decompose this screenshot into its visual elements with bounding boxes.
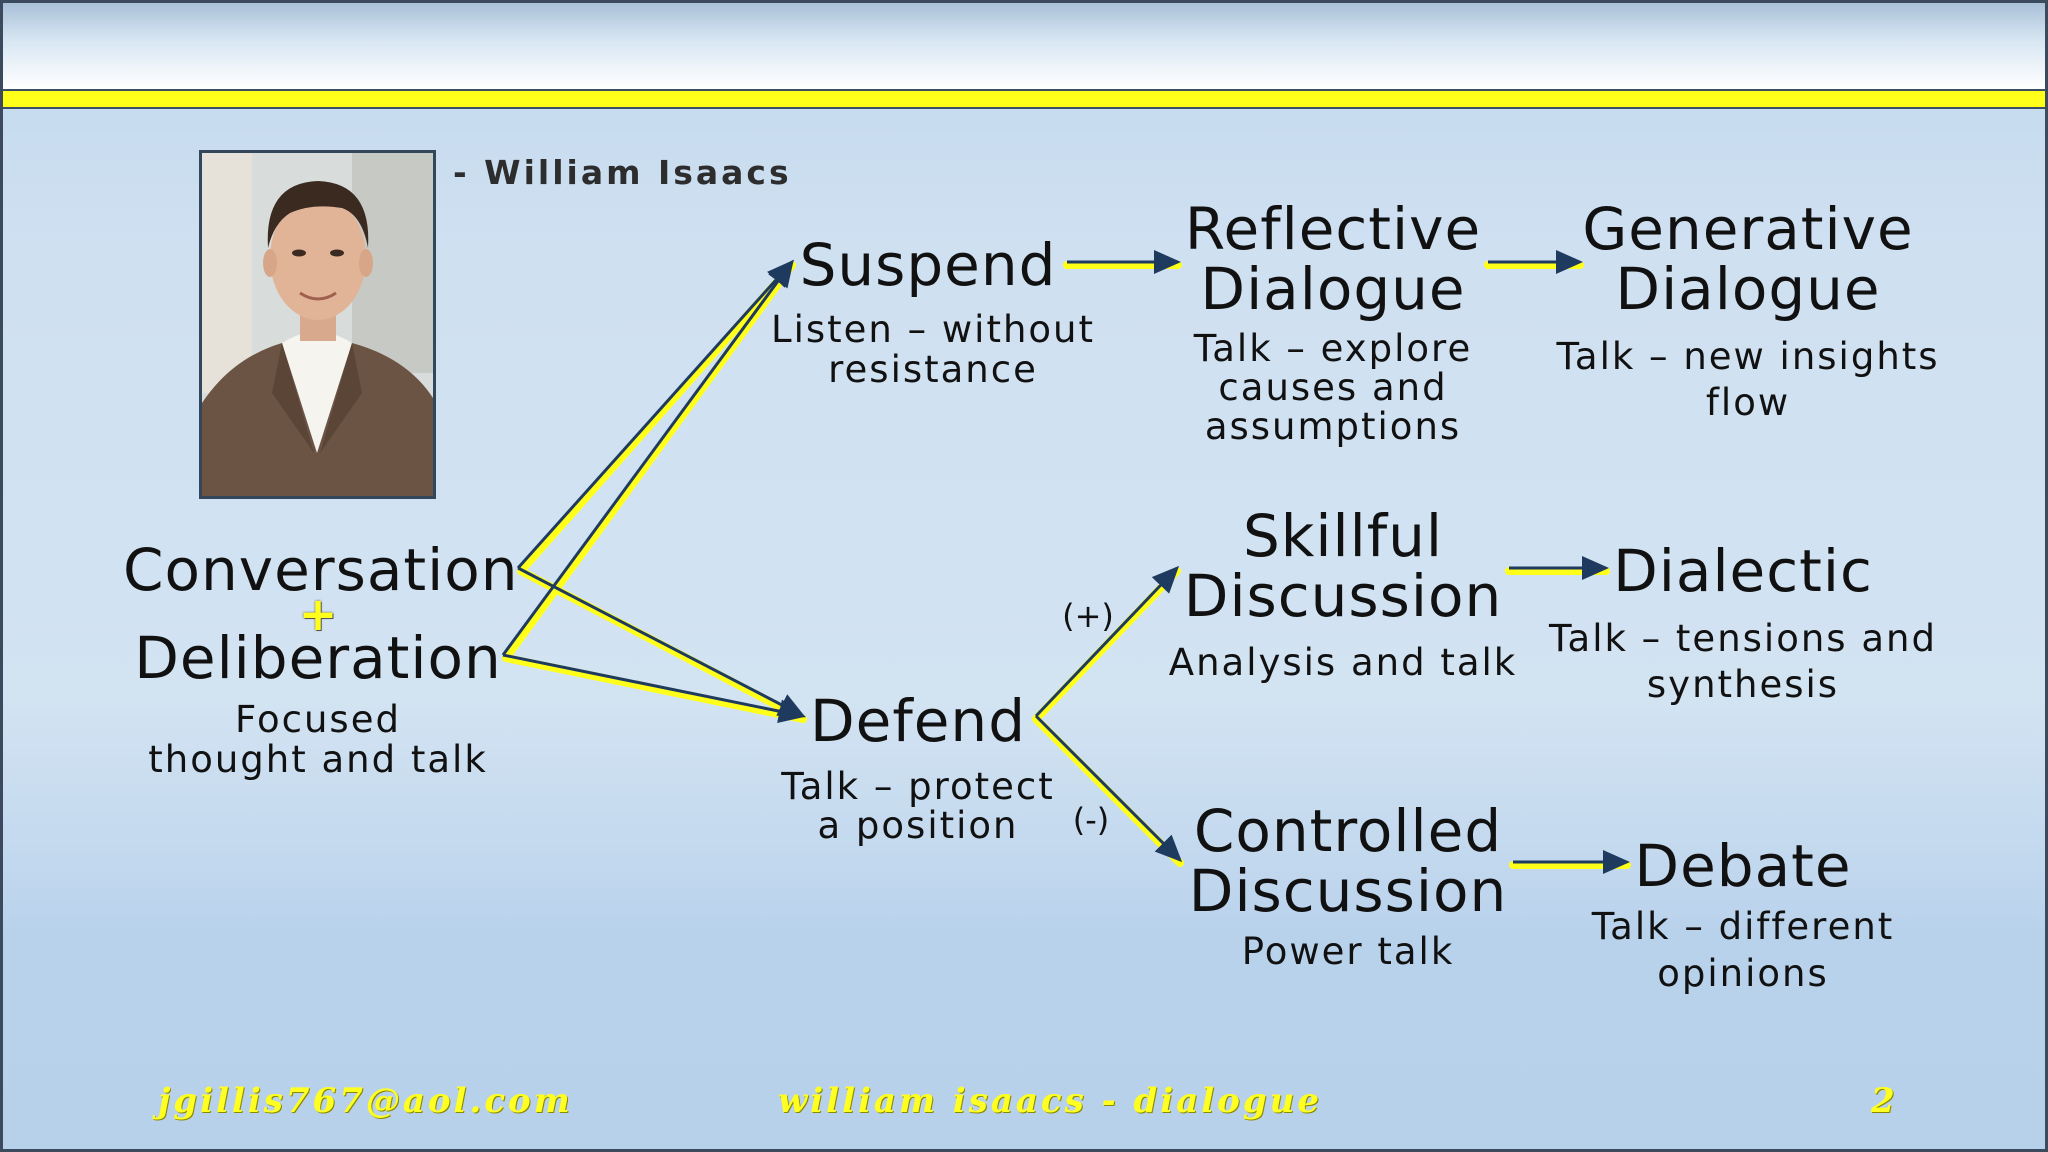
plus-sign: + [298, 587, 338, 641]
reflective-sub-1: Talk – explore [1193, 327, 1473, 370]
controlled-title-2: Discussion [1188, 857, 1508, 925]
yellow-rule [3, 89, 2045, 109]
reflective-title-1: Reflective [1184, 195, 1482, 263]
conversation-sub-2: thought and talk [148, 738, 488, 781]
debate-title: Debate [1634, 832, 1852, 900]
positive-branch-label: (+) [1062, 597, 1114, 635]
suspend-title: Suspend [799, 231, 1057, 299]
reflective-title-2: Dialogue [1200, 255, 1466, 323]
suspend-sub-1: Listen – without [770, 308, 1095, 351]
skillful-title-1: Skillful [1242, 502, 1444, 570]
navy-arrows [501, 250, 1630, 874]
debate-sub-1: Talk – different [1591, 905, 1895, 948]
footer-title: william isaacs - dialogue [778, 1081, 1322, 1121]
negative-branch-label: (-) [1072, 801, 1110, 839]
dialectic-sub-1: Talk – tensions and [1549, 617, 1937, 660]
author-attribution: - William Isaacs [453, 153, 792, 192]
slide-number: 2 [1871, 1081, 1898, 1121]
footer-email: jgillis767@aol.com [158, 1081, 573, 1121]
controlled-sub-1: Power talk [1241, 930, 1455, 973]
deliberation-title: Deliberation [134, 624, 502, 692]
yellow-highlights [502, 261, 1631, 869]
portrait-illustration [202, 153, 433, 496]
defend-sub-1: Talk – protect [781, 765, 1055, 808]
reflective-sub-3: assumptions [1204, 405, 1462, 448]
generative-sub-2: flow [1705, 381, 1791, 424]
generative-sub-1: Talk – new insights [1556, 335, 1940, 378]
conversation-title: Conversation [123, 536, 519, 604]
dialectic-title: Dialectic [1613, 537, 1873, 605]
title-band [3, 3, 2045, 89]
defend-sub-2: a position [817, 804, 1019, 847]
generative-title-1: Generative [1582, 195, 1914, 263]
portrait-photo [199, 150, 436, 499]
suspend-sub-2: resistance [828, 348, 1038, 391]
dialectic-sub-2: synthesis [1646, 663, 1840, 706]
conversation-sub-1: Focused [235, 698, 401, 741]
flow-arrows [501, 250, 1631, 874]
reflective-sub-2: causes and [1218, 366, 1448, 409]
defend-title: Defend [809, 687, 1027, 755]
controlled-title-1: Controlled [1193, 797, 1503, 865]
skillful-title-2: Discussion [1183, 562, 1503, 630]
debate-sub-2: opinions [1657, 952, 1829, 995]
generative-title-2: Dialogue [1615, 255, 1881, 323]
skillful-sub-1: Analysis and talk [1168, 641, 1518, 684]
